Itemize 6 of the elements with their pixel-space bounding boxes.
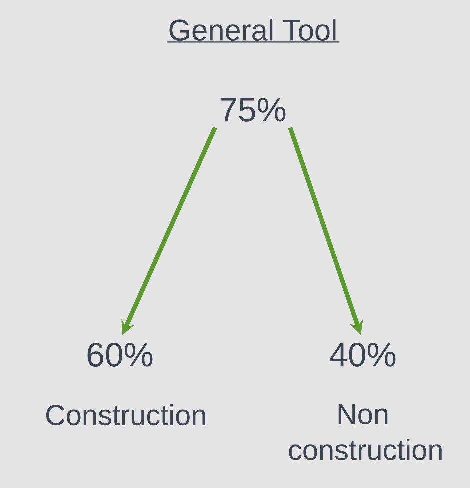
category-label: Construction (46, 404, 206, 426)
category-label: Non construction (289, 404, 442, 460)
value-text: 60% (88, 343, 153, 367)
value-text: 40% (330, 343, 396, 367)
value-text: 75% (220, 98, 286, 122)
title: General Tool (167, 19, 339, 43)
